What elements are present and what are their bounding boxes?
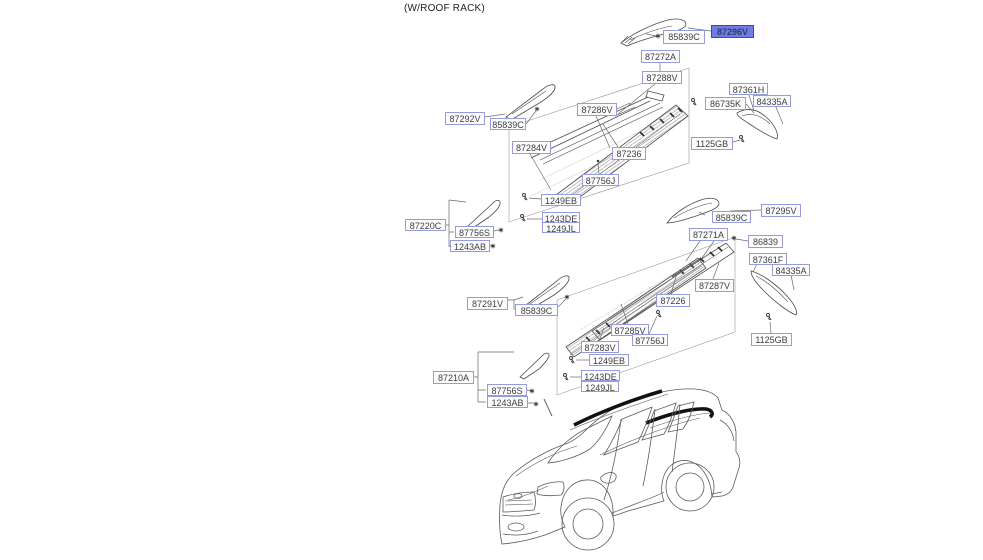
part-label-87286V[interactable]: 87286V (577, 103, 617, 116)
clip-icon (533, 401, 539, 407)
part-label-87285V[interactable]: 87285V (611, 324, 649, 336)
screw-icon (563, 373, 569, 381)
roof-rail-far (645, 407, 714, 425)
part-label-1243AB-lower[interactable]: 1243AB (487, 396, 528, 408)
part-label-87288V[interactable]: 87288V (642, 71, 682, 84)
part-label-87236[interactable]: 87236 (612, 147, 646, 160)
part-label-85839C-left[interactable]: 85839C (490, 118, 526, 130)
part-label-1249EB-lower[interactable]: 1249EB (589, 354, 629, 366)
part-label-87292V[interactable]: 87292V (445, 112, 485, 125)
part-label-85839C-right[interactable]: 85839C (712, 211, 751, 223)
screw-icon (739, 135, 745, 143)
part-label-87756J-upper[interactable]: 87756J (582, 174, 619, 186)
part-label-87271A[interactable]: 87271A (689, 228, 728, 241)
part-label-86839[interactable]: 86839 (748, 235, 783, 248)
clip-icon (498, 227, 504, 233)
part-label-87284V[interactable]: 87284V (512, 141, 551, 154)
part-label-87226[interactable]: 87226 (656, 294, 690, 307)
roof-side-moulding-lower-drawing (565, 257, 707, 358)
part-label-85839C-lowerleft[interactable]: 85839C (515, 304, 558, 316)
part-label-1249JL-upper[interactable]: 1249JL (542, 222, 580, 234)
part-label-1125GB-upper[interactable]: 1125GB (691, 137, 733, 150)
fastener-icons-top (490, 33, 745, 249)
screw-icon (766, 313, 772, 321)
roof-rack-rear-cap-drawing (666, 197, 720, 224)
part-label-1243AB-upper[interactable]: 1243AB (450, 240, 490, 252)
part-label-1243DE-lower[interactable]: 1243DE (581, 370, 620, 382)
part-label-87361H[interactable]: 87361H (729, 83, 768, 95)
part-label-87287V[interactable]: 87287V (695, 279, 734, 292)
clip-icon (490, 243, 496, 249)
part-label-87756S-upper[interactable]: 87756S (455, 226, 494, 238)
side-mirror (600, 472, 617, 484)
part-label-87272A[interactable]: 87272A (641, 50, 680, 63)
part-label-86735K[interactable]: 86735K (705, 97, 746, 110)
part-label-84335A-lower[interactable]: 84335A (772, 264, 810, 276)
part-label-1249EB-upper[interactable]: 1249EB (541, 194, 581, 206)
stud-dot (596, 159, 600, 163)
part-label-87756J-lower[interactable]: 87756J (632, 334, 668, 346)
front-pillar-garnish-drawing (505, 84, 556, 121)
front-wheel (561, 497, 615, 551)
antenna (543, 398, 553, 417)
part-label-1249JL-lower[interactable]: 1249JL (581, 381, 619, 393)
roof-rack-front-cap-drawing (620, 18, 687, 47)
car-drawing (499, 388, 741, 551)
rear-rack-garnish-lower-drawing (750, 270, 797, 316)
part-label-87756S-lower[interactable]: 87756S (487, 384, 527, 396)
page-title: (W/ROOF RACK) (404, 3, 485, 14)
part-label-87295V[interactable]: 87295V (761, 204, 801, 217)
front-pillar-moulding-drawing (467, 199, 501, 229)
part-label-87291V[interactable]: 87291V (467, 297, 508, 310)
part-label-87210A[interactable]: 87210A (433, 371, 474, 384)
part-label-87361F[interactable]: 87361F (749, 253, 787, 265)
screw-icon (522, 193, 528, 201)
roof-rail-near (573, 389, 663, 427)
part-label-87220C[interactable]: 87220C (405, 219, 446, 231)
screw-icon (691, 98, 697, 106)
rear-wheel (665, 462, 715, 512)
rear-pillar-garnish-drawing (520, 275, 570, 313)
rear-rack-garnish-upper-drawing (736, 109, 778, 140)
leader-lines-top (446, 27, 784, 247)
bottom-rail-assembly-drawing (474, 197, 797, 407)
part-label-85839C-top[interactable]: 85839C (663, 30, 705, 44)
part-label-84335A-upper[interactable]: 84335A (753, 95, 791, 107)
leader-lines-bottom (474, 209, 795, 404)
part-label-87296V-selected[interactable]: 87296V (711, 25, 754, 38)
roof-moulding-strip-drawing (539, 102, 664, 165)
front-pillar-moulding-lower-drawing (519, 352, 550, 380)
screw-icon (569, 356, 575, 364)
part-label-1125GB-lower[interactable]: 1125GB (751, 333, 792, 346)
part-label-87283V[interactable]: 87283V (581, 341, 619, 353)
clip-icon (534, 106, 540, 112)
